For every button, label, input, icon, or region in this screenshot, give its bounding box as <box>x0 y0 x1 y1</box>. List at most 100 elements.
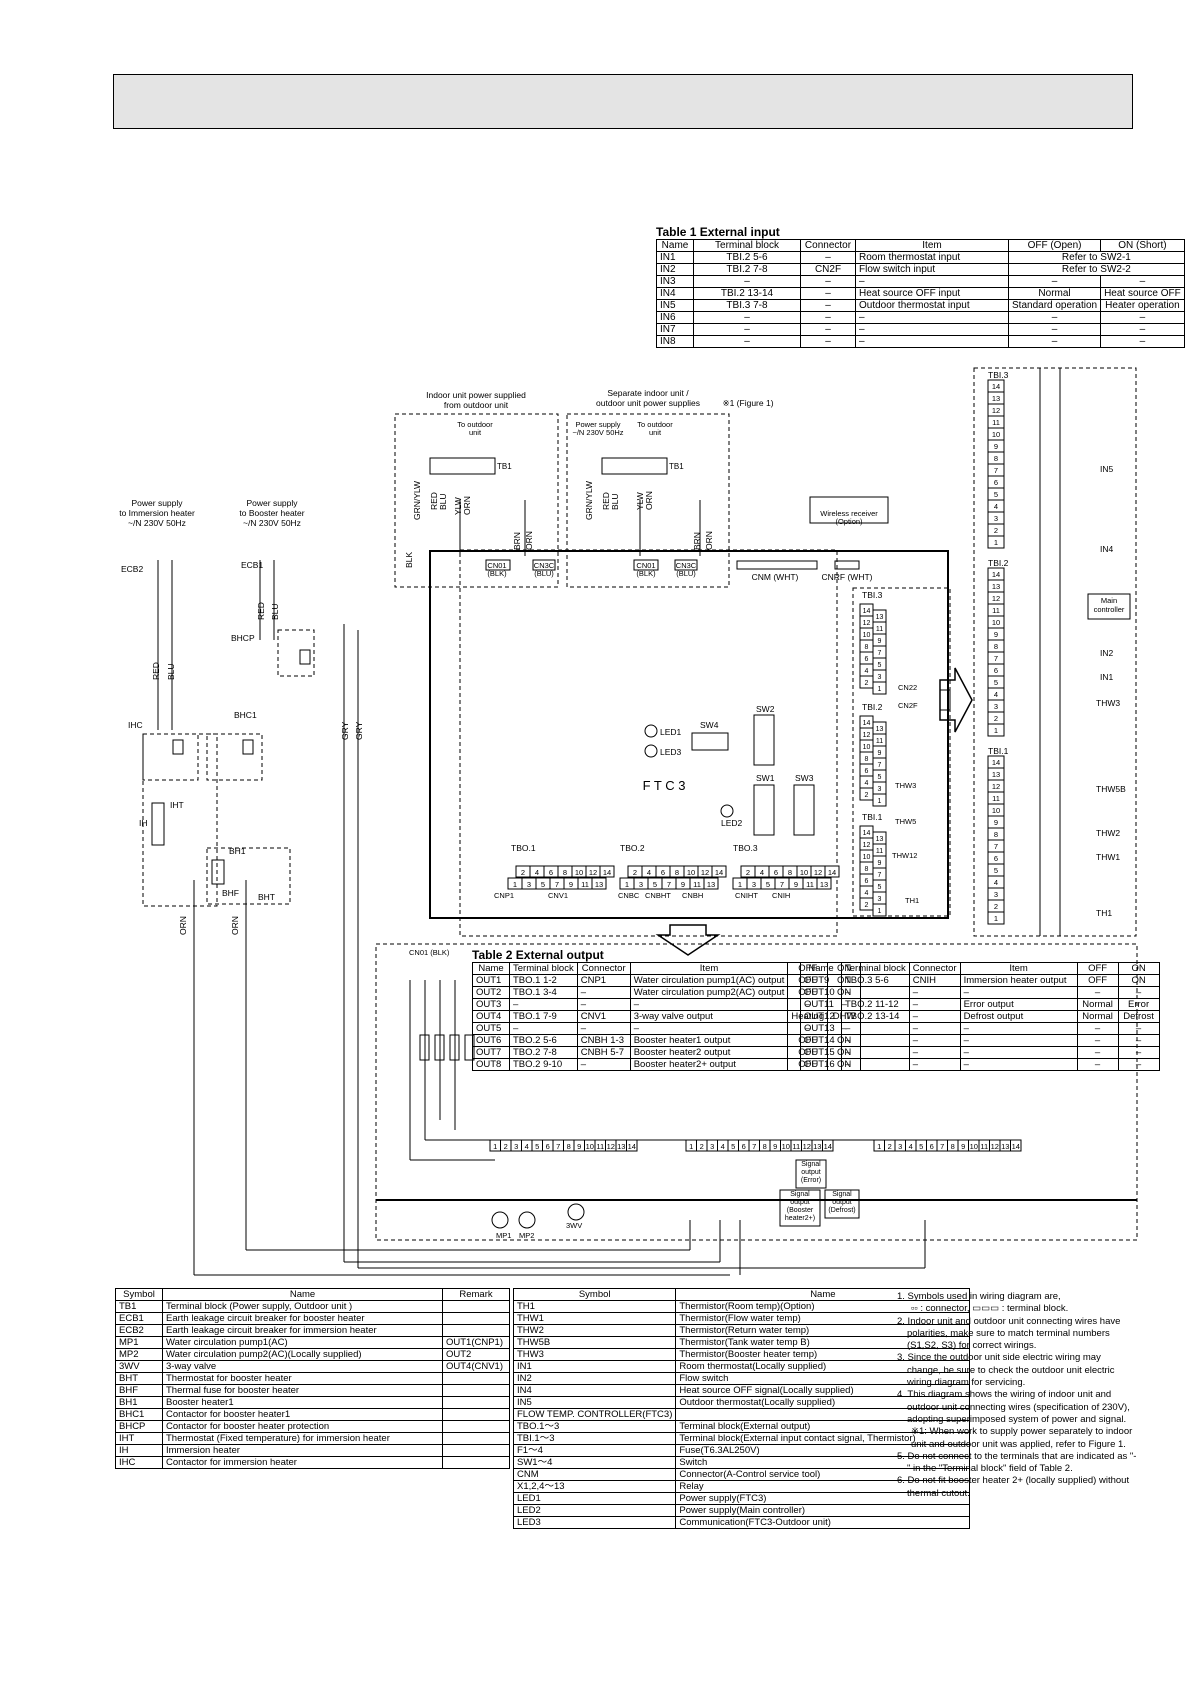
tbi1-ext-terminal-number: 8 <box>994 830 998 839</box>
label-tbi1: TBI.1 <box>988 746 1009 756</box>
label-ps-immersion3: ~/N 230V 50Hz <box>128 518 186 528</box>
tbi1-board-terminal-number: 12 <box>863 842 871 849</box>
cell: X1,2,4～13 <box>512 1480 677 1493</box>
cell: – <box>841 1034 910 1047</box>
cell: – <box>908 998 961 1011</box>
tbo3-board-terminal-number: 4 <box>760 868 764 877</box>
label-wv3: 3WV <box>566 1221 582 1230</box>
label-led2: LED2 <box>721 818 743 828</box>
cell: TH1 <box>512 1300 677 1313</box>
tbi3-board-terminal-number: 12 <box>863 620 871 627</box>
tbo1-out-terminal-number: 9 <box>577 1142 581 1151</box>
ftc3-board <box>429 550 949 919</box>
tbo2-board-terminal-number: 8 <box>675 868 679 877</box>
header-cell: OFF <box>1076 962 1119 975</box>
tbo2-out-terminal-number: 7 <box>752 1142 756 1151</box>
cell: – <box>1076 1022 1119 1035</box>
arrow-right <box>939 667 973 733</box>
label-indoor-supply: Indoor unit power supplied <box>426 390 526 400</box>
cell: OUT7 <box>472 1046 510 1059</box>
cell: TB1 <box>115 1300 163 1313</box>
tbo2-board-terminal-number: 11 <box>693 880 701 889</box>
note-item: 3. Since the outdoor unit side electric … <box>897 1352 1115 1389</box>
tbi1-ext-terminal-number: 2 <box>994 902 998 911</box>
label-orn: ORN <box>230 916 240 935</box>
label-bht: BHT <box>258 892 275 902</box>
label-red: RED <box>429 492 439 510</box>
tbi2-ext-terminal-number: 6 <box>994 666 998 675</box>
label-cniht: CNIHT <box>735 891 758 900</box>
label-orn: ORN <box>524 531 534 550</box>
cell: Earth leakage circuit breaker for immers… <box>162 1324 443 1337</box>
tbo1-board-terminal <box>591 877 607 890</box>
cell: TBI.1～3 <box>512 1432 677 1445</box>
cell: OUT15 <box>800 1046 842 1059</box>
cell: – <box>1117 986 1160 999</box>
tbo2-board-terminal-number: 12 <box>701 868 709 877</box>
tbo2-out-terminal-number: 9 <box>773 1142 777 1151</box>
cell: TBO.2 11-12 <box>841 998 910 1011</box>
tbi2-board-terminal-number: 13 <box>876 726 884 733</box>
tbo3-board-terminal-number: 14 <box>828 868 836 877</box>
cell: OUT16 <box>800 1058 842 1071</box>
cell: – <box>841 1058 910 1071</box>
label-cnbh: CNBH <box>682 891 703 900</box>
table1-title: Table 1 External input <box>656 225 780 239</box>
cell <box>442 1324 510 1337</box>
header-cell: Item <box>959 962 1078 975</box>
tbi2-board-terminal-number: 12 <box>863 732 871 739</box>
label-blk: (BLK) <box>487 569 507 578</box>
label-th1: TH1 <box>1096 908 1112 918</box>
notes: 1. Symbols used in wiring diagram are, ▫… <box>897 1291 1137 1500</box>
tbi2-board-terminal-number: 9 <box>878 750 882 757</box>
label-cn3c: CN3C <box>534 561 555 570</box>
tbo1-out-terminal-number: 2 <box>504 1142 508 1151</box>
cell: OUT6 <box>472 1034 510 1047</box>
tbi1-board-terminal-number: 10 <box>863 854 871 861</box>
tbi1-board-terminal-number: 2 <box>865 902 869 909</box>
cell <box>442 1420 510 1433</box>
tbo1-board-terminal-number: 5 <box>541 880 545 889</box>
label-thw3: THW3 <box>895 781 916 790</box>
fuse-f1 <box>419 1034 430 1061</box>
cell: – <box>841 986 910 999</box>
cell <box>442 1312 510 1325</box>
label-sig-err2: output <box>832 1199 852 1206</box>
label-cnbht: CNBHT <box>645 891 671 900</box>
cell: – <box>1076 986 1119 999</box>
tbo1-board-terminal-number: 2 <box>521 868 525 877</box>
label-tbi1: TBI.1 <box>862 812 883 822</box>
tbi2-board-terminal-number: 2 <box>865 792 869 799</box>
label-ih: IH <box>139 818 148 828</box>
tbo2-out-terminal-number: 5 <box>731 1142 735 1151</box>
cell: Water circulation pump1(AC) <box>162 1336 443 1349</box>
tbo2-board-terminal-number: 6 <box>661 868 665 877</box>
cell: – <box>576 998 631 1011</box>
tbo1-out-terminal-number: 1 <box>493 1142 497 1151</box>
output-box <box>375 943 1138 1241</box>
label-main-ctrl1: Main <box>1101 596 1117 605</box>
tbo2-out-terminal <box>822 1139 834 1152</box>
cell: BH1 <box>115 1396 163 1409</box>
tbo3-board-terminal-number: 11 <box>806 880 814 889</box>
label-sig-def3: (Defrost) <box>828 1207 855 1214</box>
tbi1-board-terminal-number: 7 <box>878 872 882 879</box>
tbi3-board-terminal-number: 3 <box>878 674 882 681</box>
tbo3-board-terminal-number: 13 <box>820 880 828 889</box>
label-sig-err1: Signal <box>801 1161 821 1168</box>
cell: OUT12 <box>800 1010 842 1023</box>
led3-circle <box>644 744 658 758</box>
tbi3-ext-terminal-number: 5 <box>994 490 998 499</box>
tbo3-out-terminal-number: 9 <box>961 1142 965 1151</box>
tbi2-ext-terminal-number: 11 <box>992 606 1000 615</box>
tbo3-board-terminal-number: 5 <box>766 880 770 889</box>
tbi1-board-terminal-number: 13 <box>876 836 884 843</box>
